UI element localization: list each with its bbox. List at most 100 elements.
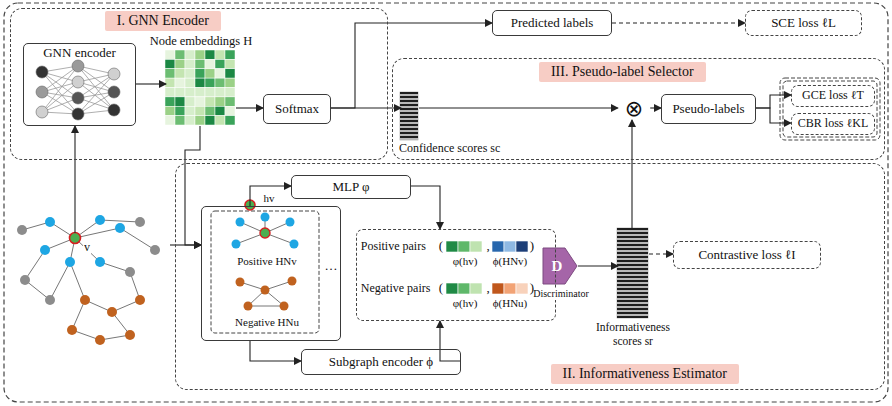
score-bar: Informativeness scores sr xyxy=(618,229,649,319)
drawing-part xyxy=(45,295,55,305)
drawing-part xyxy=(17,217,160,305)
bar-stripe xyxy=(400,94,418,96)
drawing-part xyxy=(95,335,105,345)
bar-stripe xyxy=(400,120,418,122)
bar-stripe xyxy=(400,122,418,124)
bar-stripe xyxy=(400,110,418,112)
node-label: CBR loss ℓKL xyxy=(798,117,868,131)
text-slot: Discriminator xyxy=(523,288,599,300)
loss-box: GCE loss ℓT xyxy=(791,85,875,107)
bar-stripe xyxy=(617,264,648,266)
embedding-cell xyxy=(225,69,235,78)
net-unit xyxy=(72,60,84,72)
process-box: Predicted labels xyxy=(492,10,612,36)
input-graph: v xyxy=(15,233,170,345)
text-slot: Negative HNu xyxy=(217,315,317,329)
drawing-part xyxy=(261,213,270,222)
net-unit xyxy=(72,108,84,120)
embedding-cell xyxy=(175,78,185,87)
text-slot: … xyxy=(322,259,340,273)
net-unit xyxy=(36,66,48,78)
bar-stripe xyxy=(617,312,648,314)
loss-box: Contrastive loss ℓI xyxy=(673,241,821,269)
drawing-part xyxy=(290,240,299,249)
informativeness-stripes xyxy=(617,228,648,318)
embedding-matrix: Node embeddings H xyxy=(166,51,236,126)
text-slot: D xyxy=(544,256,570,278)
drawing-part xyxy=(236,277,297,311)
embedding-cell xyxy=(175,59,185,68)
bar-stripe xyxy=(617,238,648,240)
bar-stripe xyxy=(617,272,648,274)
pair-label: , xyxy=(486,281,489,296)
embedding-cell xyxy=(225,59,235,68)
connector-arrow xyxy=(250,341,301,361)
drawing-part xyxy=(67,325,77,335)
text-slot: I. GNN Encoder xyxy=(98,11,228,32)
node-label: Positive HNv xyxy=(237,255,297,268)
connector-arrow xyxy=(250,186,291,206)
embedding-cell xyxy=(185,59,195,68)
drawing-part xyxy=(135,295,145,305)
embedding-cell xyxy=(175,69,185,78)
bar-stripe xyxy=(617,242,648,244)
drawing-part xyxy=(286,218,295,227)
drawing-part xyxy=(492,283,504,294)
embedding-cell xyxy=(195,106,205,115)
bar-stripe xyxy=(617,274,648,276)
text-slot: Predicted labels xyxy=(493,11,611,35)
embedding-cell xyxy=(175,106,185,115)
embedding-cell xyxy=(175,50,185,59)
node-label: hv xyxy=(264,192,275,205)
bar-stripe xyxy=(400,92,418,94)
bar-stripe xyxy=(617,310,648,312)
drawing-part xyxy=(80,295,90,305)
node-label: D xyxy=(552,258,563,275)
text-slot: II. Informativeness Estimator xyxy=(552,363,738,385)
node-label: SCE loss ℓL xyxy=(771,16,836,31)
bar-stripe xyxy=(617,250,648,252)
bar-stripe xyxy=(400,106,418,108)
net-unit xyxy=(36,86,48,98)
embedding-cell xyxy=(205,88,215,97)
bar-stripe xyxy=(617,246,648,248)
subgraph-sample: Negative HNu xyxy=(217,274,317,330)
drawing-part xyxy=(70,233,81,244)
embedding-cell xyxy=(215,59,225,68)
connector-arrow xyxy=(74,126,75,233)
connector-arrow xyxy=(756,108,791,123)
drawing-part xyxy=(100,220,140,222)
embedding-cell xyxy=(205,50,215,59)
bar-stripe xyxy=(617,292,648,294)
encoder-box: GNN encoder xyxy=(23,43,136,126)
node-label: Informativeness scores sr xyxy=(583,321,683,349)
embedding-cell xyxy=(225,106,235,115)
drawing-part xyxy=(67,295,145,345)
embedding-cell xyxy=(175,97,185,106)
bar-stripe xyxy=(400,100,418,102)
bar-stripe xyxy=(617,240,648,242)
drawing-part xyxy=(244,302,253,311)
bar-stripe xyxy=(617,290,648,292)
text-slot: Subgraph encoder ϕ xyxy=(302,350,460,374)
embedding-cell xyxy=(165,106,175,115)
embedding-cell xyxy=(185,69,195,78)
bar-stripe xyxy=(400,132,418,134)
bar-stripe xyxy=(617,232,648,234)
bar-stripe xyxy=(617,288,648,290)
process-box: MLP φ xyxy=(291,175,411,199)
connector-arrow xyxy=(612,22,745,23)
drawing-part xyxy=(288,277,297,286)
net-unit xyxy=(36,106,48,118)
drawing-part xyxy=(50,262,70,300)
bar-stripe xyxy=(617,244,648,246)
embedding-cell xyxy=(185,97,195,106)
drawing-part xyxy=(22,220,155,340)
bar-stripe xyxy=(617,268,648,270)
drawing-part xyxy=(236,278,245,287)
drawing-part xyxy=(125,267,135,277)
bar-stripe xyxy=(617,282,648,284)
embedding-cell xyxy=(185,50,195,59)
